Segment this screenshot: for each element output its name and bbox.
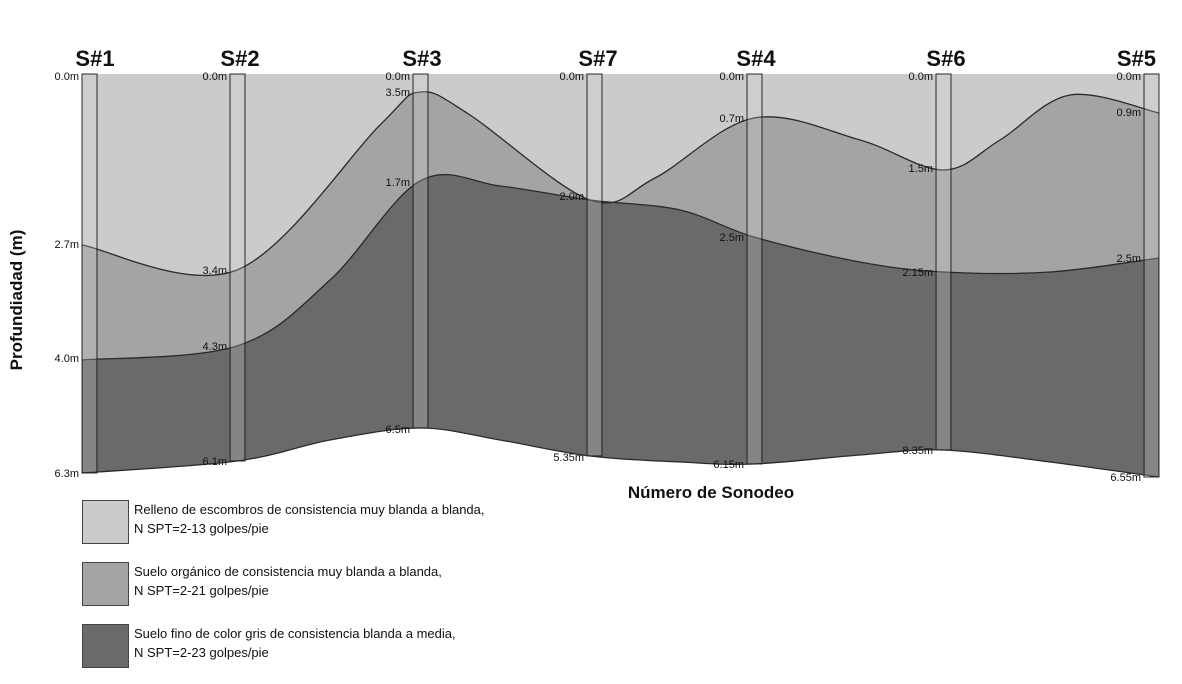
- depth-label: 2.5m: [1117, 253, 1141, 265]
- legend-item-fine: Suelo fino de color gris de consistencia…: [82, 622, 502, 682]
- depth-label: 0.0m: [55, 71, 79, 83]
- borehole-name-label: S#7: [578, 46, 617, 71]
- borehole-column-fill: [83, 75, 96, 472]
- borehole-name-label: S#6: [926, 46, 965, 71]
- borehole-column-fill: [937, 75, 950, 449]
- depth-label: 8.35m: [902, 445, 933, 457]
- depth-label: 6.1m: [203, 456, 227, 468]
- fill-layer-area: [82, 74, 1159, 276]
- x-axis-label: Número de Sonodeo: [628, 483, 794, 502]
- borehole-column: [229, 73, 246, 462]
- depth-label: 5.35m: [553, 452, 584, 464]
- depth-label: 3.4m: [203, 265, 227, 277]
- borehole-column-fill: [588, 75, 601, 455]
- borehole-column-fill: [748, 75, 761, 463]
- legend-line: N SPT=2-21 golpes/pie: [134, 583, 269, 598]
- fine-layer-area: [82, 174, 1159, 477]
- borehole-name-label: S#4: [736, 46, 776, 71]
- borehole-column: [586, 73, 603, 457]
- depth-label: 0.0m: [203, 71, 227, 83]
- profile-bottom-line: [81, 427, 1160, 478]
- depth-label: 6.3m: [55, 468, 79, 480]
- depth-label: 1.5m: [909, 163, 933, 175]
- legend-text: Suelo orgánico de consistencia muy bland…: [134, 562, 442, 600]
- depth-label: 0.0m: [909, 71, 933, 83]
- depth-label: 4.3m: [203, 341, 227, 353]
- legend-text: Relleno de escombros de consistencia muy…: [134, 500, 485, 538]
- depth-labels: 0.0m 2.7m 4.0m 6.3m 0.0m 3.4m 4.3m 6.1m 0.0m 3.5m…: [55, 71, 1141, 484]
- depth-label: 2.7m: [55, 239, 79, 251]
- depth-label: 0.0m: [560, 71, 584, 83]
- borehole-column-fill: [231, 75, 244, 460]
- depth-label: 0.7m: [720, 113, 744, 125]
- borehole-column-fill: [414, 75, 427, 427]
- depth-label: 1.7m: [386, 177, 410, 189]
- depth-label: 0.9m: [1117, 107, 1141, 119]
- legend-line: Suelo orgánico de consistencia muy bland…: [134, 564, 442, 579]
- legend-text: Suelo fino de color gris de consistencia…: [134, 624, 456, 662]
- legend-item-organic: Suelo orgánico de consistencia muy bland…: [82, 560, 502, 620]
- organic-fine-boundary: [81, 173, 1160, 361]
- legend-swatch-fill: [82, 500, 129, 544]
- layer-boundaries: [81, 91, 1160, 478]
- borehole-columns: [81, 73, 1160, 478]
- borehole-name-label: S#5: [1117, 46, 1156, 71]
- depth-label: 2.5m: [720, 232, 744, 244]
- legend-item-fill: Relleno de escombros de consistencia muy…: [82, 498, 502, 558]
- legend-line: N SPT=2-23 golpes/pie: [134, 645, 269, 660]
- borehole-column: [412, 73, 429, 429]
- depth-label: 3.5m: [386, 87, 410, 99]
- borehole-name-label: S#1: [75, 46, 114, 71]
- legend-line: N SPT=2-13 golpes/pie: [134, 521, 269, 536]
- borehole-labels: S#1 S#2 S#3 S#7 S#4 S#6 S#5: [75, 46, 1156, 71]
- borehole-name-label: S#2: [220, 46, 259, 71]
- legend-swatch-organic: [82, 562, 129, 606]
- borehole-column: [1143, 73, 1160, 478]
- borehole-column: [746, 73, 763, 465]
- borehole-name-label: S#3: [402, 46, 441, 71]
- depth-label: 6.15m: [713, 459, 744, 471]
- depth-label: 6.55m: [1110, 472, 1141, 484]
- legend-line: Relleno de escombros de consistencia muy…: [134, 502, 485, 517]
- depth-label: 0.0m: [1117, 71, 1141, 83]
- depth-label: 2.0m: [560, 191, 584, 203]
- borehole-column: [935, 73, 952, 451]
- depth-label: 2.15m: [902, 267, 933, 279]
- borehole-column-fill: [1145, 75, 1158, 476]
- depth-label: 6.5m: [386, 424, 410, 436]
- depth-label: 4.0m: [55, 353, 79, 365]
- depth-label: 0.0m: [386, 71, 410, 83]
- legend: Relleno de escombros de consistencia muy…: [82, 498, 502, 684]
- borehole-column: [81, 73, 98, 474]
- legend-line: Suelo fino de color gris de consistencia…: [134, 626, 456, 641]
- legend-swatch-fine: [82, 624, 129, 668]
- y-axis-label: Profundiadad (m): [7, 230, 26, 371]
- depth-label: 0.0m: [720, 71, 744, 83]
- fill-organic-boundary: [81, 91, 1160, 277]
